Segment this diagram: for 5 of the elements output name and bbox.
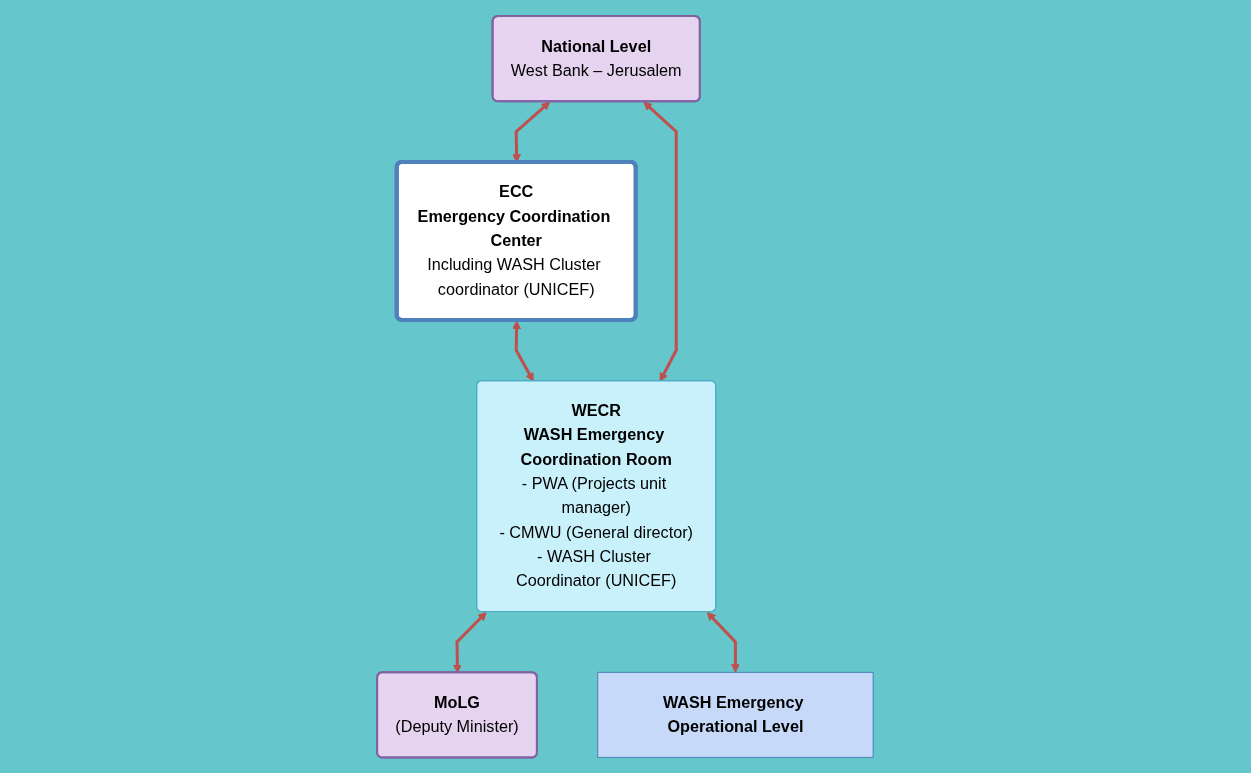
arrow	[512, 320, 535, 382]
node-box: WASH Emergency Operational Level	[597, 671, 875, 758]
arrow	[707, 611, 741, 673]
arrow	[453, 611, 487, 673]
arrow	[643, 101, 679, 382]
